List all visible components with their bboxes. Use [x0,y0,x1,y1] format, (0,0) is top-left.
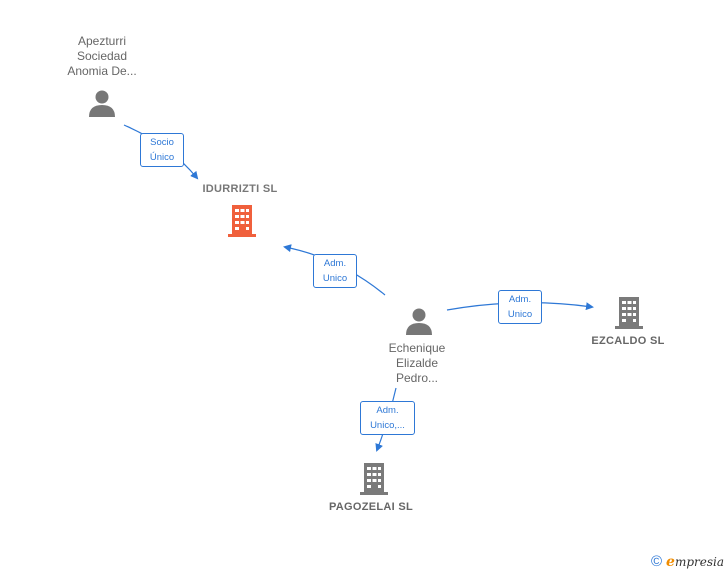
apezturri-label-line: Apezturri [77,34,127,48]
edge-label-line: Unico [507,309,533,320]
idurrizti-label[interactable]: IDURRIZTI SL [202,183,278,195]
edge-label-line: Adm. [376,405,399,416]
edge-label-line: Unico,... [370,420,405,431]
edge-label-line: Unico [322,273,348,284]
apezturri-label[interactable]: Apezturri Sociedad Anomia De... [48,34,156,79]
ezcaldo-label[interactable]: EZCALDO SL [591,335,665,347]
logo-initial: e [666,553,675,570]
apezturri-label-line: Sociedad [76,49,128,63]
pagozelai-label[interactable]: PAGOZELAI SL [328,501,414,513]
building-icon[interactable] [226,203,258,237]
person-icon[interactable] [87,88,117,118]
edge-label-adm-unico-idurrizti[interactable]: Adm. Unico [313,254,357,288]
echenique-label-line: Elizalde [395,356,439,370]
person-icon[interactable] [404,306,434,336]
edge-label-adm-unico-ezcaldo[interactable]: Adm. Unico [498,290,542,324]
edge-label-socio[interactable]: Socio Único [140,133,184,167]
echenique-label[interactable]: Echenique Elizalde Pedro... [362,341,472,386]
footer-brand: © empresia [651,553,724,570]
edge-label-line: Adm. [323,258,347,269]
edge-label-line: Adm. [508,294,532,305]
copyright-symbol: © [650,553,663,570]
logo-text: mpresia [674,554,724,569]
apezturri-label-line: Anomia De... [67,64,137,78]
building-icon[interactable] [358,461,390,495]
edge-label-line: Socio [150,137,174,148]
edge-label-line: Único [149,152,175,163]
echenique-label-line: Pedro... [395,371,439,385]
echenique-label-line: Echenique [388,341,446,355]
edge-label-adm-unico-pagozelai[interactable]: Adm. Unico,... [360,401,415,435]
empresia-logo[interactable]: empresia [666,554,724,570]
building-icon[interactable] [613,295,645,329]
